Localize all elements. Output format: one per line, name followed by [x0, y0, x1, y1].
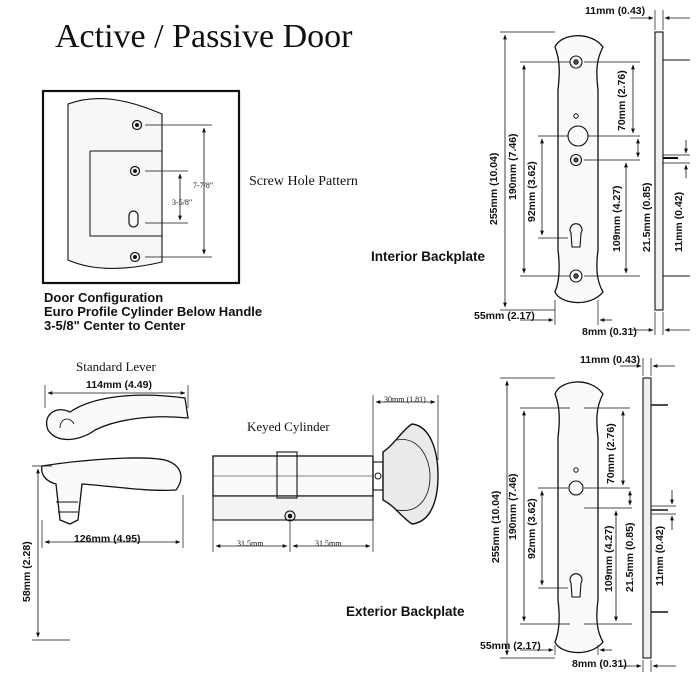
- interior-dim-92: 92mm (3.62): [526, 161, 538, 222]
- page-title: Active / Passive Door: [55, 18, 353, 55]
- cylinder-dim-left: 31.5mm: [237, 539, 264, 548]
- exterior-backplate-label: Exterior Backplate: [346, 604, 465, 619]
- exterior-dim-11: 11mm (0.42): [654, 525, 666, 586]
- interior-dim-top: 11mm (0.43): [585, 5, 646, 17]
- interior-dim-70: 70mm (2.76): [616, 70, 628, 131]
- screw-hole-dim-outer: 7-7/8": [193, 181, 214, 190]
- exterior-backplate-figure: [500, 358, 676, 672]
- cylinder-dim-30: 30mm (1.81): [384, 395, 426, 404]
- exterior-dim-92: 92mm (3.62): [526, 498, 538, 559]
- interior-backplate-figure: [500, 10, 690, 335]
- exterior-dim-109: 109mm (4.27): [603, 525, 615, 592]
- exterior-dim-21: 21.5mm (0.85): [624, 522, 636, 592]
- interior-dim-8: 8mm (0.31): [582, 326, 637, 338]
- interior-dim-109: 109mm (4.27): [611, 185, 623, 252]
- interior-dim-55: 55mm (2.17): [474, 310, 535, 322]
- exterior-dim-55: 55mm (2.17): [480, 640, 541, 652]
- keyed-cylinder-figure: [212, 395, 439, 552]
- screw-hole-dim-inner: 3-5/8": [172, 198, 193, 207]
- exterior-dim-8: 8mm (0.31): [572, 658, 627, 670]
- config-line-2: Euro Profile Cylinder Below Handle: [44, 304, 263, 319]
- lever-dim-114: 114mm (4.49): [86, 379, 152, 391]
- exterior-dim-190: 190mm (7.46): [507, 473, 519, 540]
- screw-hole-pattern-figure: [41, 89, 241, 285]
- interior-backplate-label: Interior Backplate: [371, 249, 486, 264]
- standard-lever-label: Standard Lever: [76, 359, 156, 374]
- cylinder-dim-right: 31.5mm: [315, 539, 342, 548]
- interior-dim-190: 190mm (7.46): [507, 133, 519, 200]
- config-line-1: Door Configuration: [44, 290, 164, 305]
- interior-dim-255: 255mm (10.04): [488, 152, 500, 225]
- lever-dim-58: 58mm (2.28): [21, 541, 33, 602]
- interior-dim-11: 11mm (0.42): [673, 191, 685, 252]
- lever-dim-126: 126mm (4.95): [74, 533, 141, 545]
- config-line-3: 3-5/8" Center to Center: [44, 318, 186, 333]
- interior-dim-21: 21.5mm (0.85): [641, 182, 653, 252]
- exterior-dim-top: 11mm (0.43): [580, 354, 641, 366]
- screw-hole-pattern-label: Screw Hole Pattern: [249, 174, 358, 189]
- standard-lever-figure: [32, 385, 189, 641]
- keyed-cylinder-label: Keyed Cylinder: [247, 419, 330, 434]
- exterior-dim-255: 255mm (10.04): [490, 490, 502, 563]
- door-configuration: Door Configuration Euro Profile Cylinder…: [44, 291, 262, 333]
- exterior-dim-70: 70mm (2.76): [605, 423, 617, 484]
